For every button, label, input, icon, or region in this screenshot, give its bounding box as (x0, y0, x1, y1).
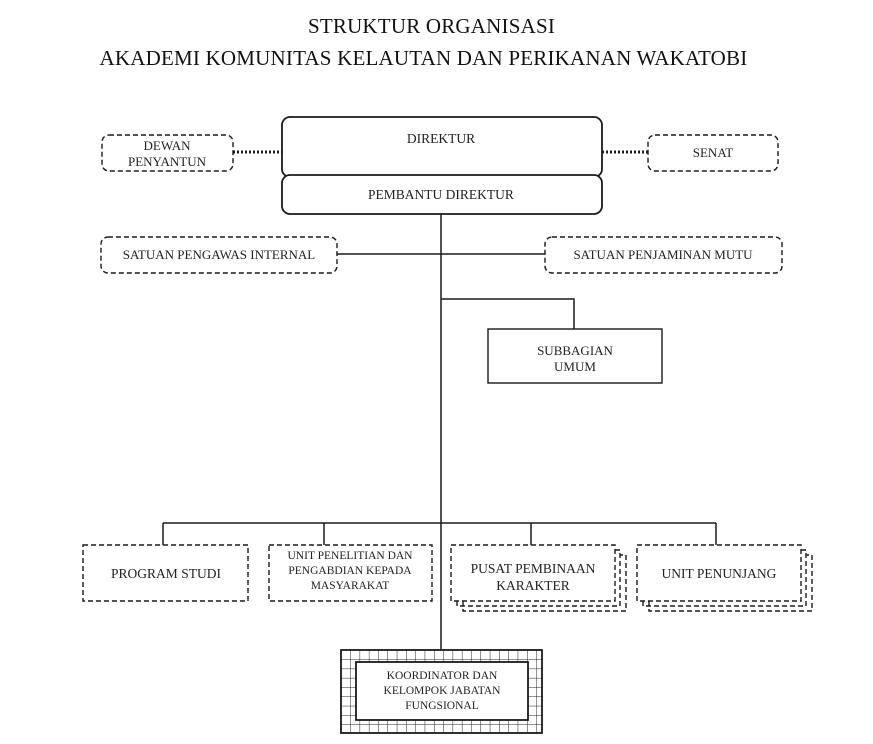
node-label: KOORDINATOR DAN (387, 670, 498, 682)
chart-title: STRUKTUR ORGANISASI (307, 14, 556, 38)
node-program-studi: PROGRAM STUDI (82, 544, 249, 602)
node-label: SUBBAGIAN (537, 343, 613, 358)
node-direktur: DIREKTUR (281, 116, 603, 178)
connectors (162, 150, 717, 650)
node-pusat-pembinaan-karakter: PUSAT PEMBINAAN KARAKTER (450, 544, 627, 612)
stack-shadow (462, 554, 627, 612)
node-label: PEMBANTU DIREKTUR (368, 187, 514, 202)
node-dewan-penyantun: DEWAN PENYANTUN (101, 134, 234, 172)
chart-subtitle: AKADEMI KOMUNITAS KELAUTAN DAN PERIKANAN… (99, 46, 748, 70)
node-label: MASYARAKAT (311, 580, 390, 592)
node-satuan-penjaminan-mutu: SATUAN PENJAMINAN MUTU (544, 236, 783, 274)
node-unit-penunjang: UNIT PENUNJANG (636, 544, 813, 612)
subbagian-link (441, 298, 575, 329)
node-label: KARAKTER (496, 578, 570, 593)
stack-shadow (456, 549, 621, 607)
node-label: PROGRAM STUDI (111, 566, 221, 581)
node-label: SATUAN PENJAMINAN MUTU (573, 247, 753, 262)
node-satuan-pengawas-internal: SATUAN PENGAWAS INTERNAL (100, 236, 338, 274)
node-label: FUNGSIONAL (405, 700, 478, 712)
node-label: PENGABDIAN KEPADA (288, 565, 412, 577)
stack-shadow (642, 549, 807, 607)
node-label: SATUAN PENGAWAS INTERNAL (123, 247, 316, 262)
node-label: KELOMPOK JABATAN (384, 685, 502, 697)
node-label: PUSAT PEMBINAAN (471, 561, 596, 576)
node-label: SENAT (693, 145, 734, 160)
node-senat: SENAT (647, 134, 779, 172)
node-unit-penelitian: UNIT PENELITIAN DAN PENGABDIAN KEPADA MA… (268, 544, 433, 602)
node-label: DIREKTUR (407, 131, 475, 146)
node-pembantu-direktur: PEMBANTU DIREKTUR (281, 174, 603, 215)
node-label: PENYANTUN (128, 154, 207, 169)
node-label: UMUM (554, 359, 596, 374)
node-koordinator-jabatan-fungsional: KOORDINATOR DAN KELOMPOK JABATAN FUNGSIO… (340, 649, 543, 734)
node-label: UNIT PENELITIAN DAN (288, 550, 414, 562)
stack-shadow (648, 554, 813, 612)
node-label: DEWAN (144, 138, 192, 153)
node-label: UNIT PENUNJANG (662, 566, 777, 581)
node-subbagian-umum: SUBBAGIAN UMUM (487, 328, 663, 384)
